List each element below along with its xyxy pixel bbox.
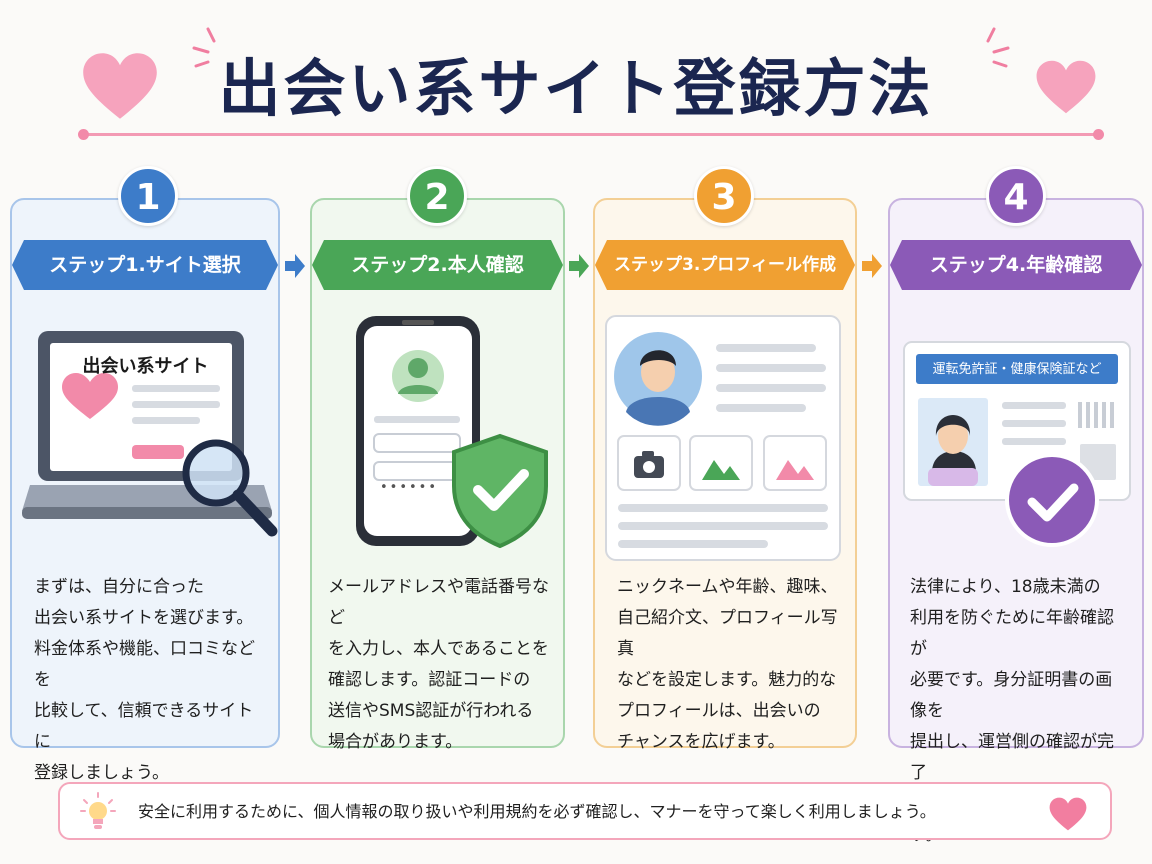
step-label-1: ステップ1.サイト選択 [12,240,278,290]
heart-icon [83,53,157,119]
step-number-3: 3 [694,166,754,226]
step-1-description: まずは、自分に合った 出会い系サイトを選びます。 料金体系や機能、口コミなどを … [34,577,255,783]
step-label-2: ステップ2.本人確認 [312,240,563,290]
arrow-right-icon [569,254,589,278]
heart-icon [1049,797,1087,831]
site-title: 出会い系サイト [82,356,209,377]
step-label-3: ステップ3.プロフィール作成 [595,240,855,290]
step-number-2: 2 [407,166,467,226]
step-3-description: ニックネームや年齢、趣味、 自己紹介文、プロフィール写真 などを設定します。魅力… [617,577,838,752]
page-title: 出会い系サイト登録方法 [218,52,934,125]
password-field: •••••• [380,480,439,495]
step-2-description: メールアドレスや電話番号など を入力し、本人であることを 確認します。認証コード… [328,577,549,752]
profile-illustration [605,315,841,561]
step-label-4: ステップ4.年齢確認 [890,240,1142,290]
step-number-4: 4 [986,166,1046,226]
phone-illustration [356,316,548,549]
arrow-right-icon [285,254,305,278]
step-number-1: 1 [118,166,178,226]
safety-tip-bar: 安全に利用するために、個人情報の取り扱いや利用規約を必ず確認し、マナーを守って楽… [58,782,1112,840]
lightbulb-icon [80,792,116,829]
title-divider [78,129,1104,140]
heart-icon [1036,60,1096,114]
sparkle-lines [192,27,216,68]
safety-tip-text: 安全に利用するために、個人情報の取り扱いや利用規約を必ず確認し、マナーを守って楽… [138,802,936,821]
sparkle-lines [986,27,1010,68]
id-document-banner: 運転免許証・健康保険証など [932,362,1102,377]
arrow-right-icon [862,254,882,278]
laptop-illustration [22,331,278,537]
id-card-illustration [903,341,1131,547]
